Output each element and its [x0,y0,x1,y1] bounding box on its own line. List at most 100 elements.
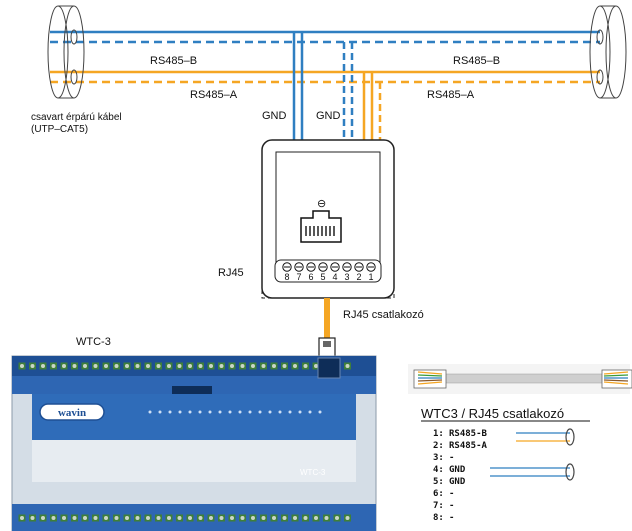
status-led-icon [258,410,262,414]
terminal-screw-icon [272,364,276,368]
terminal-screw-icon [41,364,45,368]
status-led-icon [158,410,162,414]
terminal-screw-icon [167,516,171,520]
terminal-screw-icon [230,364,234,368]
pinout-pin: 3: [433,453,444,463]
terminal-screw-icon [177,516,182,520]
pinout-signal: GND [449,465,466,475]
terminal-screw-icon [345,364,350,368]
status-led-icon [178,410,182,414]
terminal-screw-icon [314,516,318,520]
photo-cable-jacket [439,373,607,384]
terminal-screw-icon [198,364,203,368]
terminal-screw-icon [104,516,108,520]
status-led-icon [248,410,252,414]
status-led-icon [198,410,202,414]
cable-wires [50,30,600,84]
terminal-screw-icon [167,364,171,368]
terminal-screw-icon [314,364,318,368]
status-led-icon [318,410,322,414]
terminal-screw-icon [219,364,224,368]
terminal-screw-icon [146,364,150,368]
patch-cable-photo [408,364,632,394]
terminal-screw-icon [240,516,245,520]
terminal-screw-icon [72,516,77,520]
label-gnd-2: GND [316,110,341,122]
pinout-signal: GND [449,477,466,487]
terminal-screw-icon [114,364,119,368]
device-model-label: WTC-3 [300,468,326,477]
status-led-icon [268,410,272,414]
status-led-icon [308,410,312,414]
terminal-screw-icon [251,516,255,520]
terminal-screw-icon [345,516,350,520]
terminal-screw-icon [293,516,297,520]
photo-wires-right [603,371,629,385]
wtc-controller: wavin WTC-3 [11,355,377,531]
rj45-plug-latch [323,341,331,347]
photo-wires-left [417,371,443,385]
device-rj45-port [317,357,341,379]
terminal-screw-icon [156,364,161,368]
label-rj45-connector: RJ45 csatlakozó [343,309,424,321]
label-gnd-1: GND [262,110,287,122]
status-led-icon [148,410,152,414]
terminal-pin-number: 5 [320,272,325,282]
pinout-signal: - [449,513,454,523]
pinout-pin: 5: [433,477,444,487]
status-led-icon [228,410,232,414]
label-rs485-a-left: RS485–A [190,89,238,101]
pinout-pin: 1: [433,429,444,439]
status-led-icon [168,410,172,414]
terminal-strip [274,259,382,283]
pinout-signal: - [449,501,454,511]
terminal-screw-icon [20,516,24,520]
terminal-screw-icon [282,364,287,368]
terminal-pin-number: 7 [296,272,301,282]
status-led-icon [218,410,222,414]
pinout-pin: 8: [433,513,444,523]
terminal-pin-number: 2 [356,272,361,282]
terminal-screw-icon [93,516,98,520]
terminal-screw-icon [72,364,77,368]
device-lower-panel [32,440,356,482]
status-led-icon [298,410,302,414]
label-rs485-b-right: RS485–B [453,55,500,67]
terminal-screw-icon [30,516,35,520]
terminal-screw-icon [83,364,87,368]
status-led-icon [208,410,212,414]
status-led-icon [288,410,292,414]
terminal-screw-icon [104,364,108,368]
terminal-screw-icon [324,516,329,520]
terminal-screw-icon [51,364,56,368]
terminal-screw-icon [335,516,339,520]
label-rs485-a-right: RS485–A [427,89,475,101]
terminal-pin-number: 1 [368,272,373,282]
terminal-screw-icon [62,364,66,368]
pinout-signal: - [449,453,454,463]
terminal-screw-icon [41,516,45,520]
terminal-screw-icon [62,516,66,520]
terminal-screw-icon [125,364,129,368]
terminal-pin-number: 8 [284,272,289,282]
wavin-logo: wavin [58,407,86,419]
terminal-pin-number: 6 [308,272,313,282]
status-led-row [148,410,322,414]
terminal-screw-icon [303,516,308,520]
terminal-screw-icon [20,364,24,368]
terminal-screw-icon [261,516,266,520]
pinout-wires [490,428,575,481]
pair-twist-icon-2 [565,463,575,481]
pinout-signal: RS485-A [449,441,488,451]
pinout-pin: 2: [433,441,444,451]
device-top-band [12,376,376,394]
terminal-pin-number: 3 [344,272,349,282]
terminal-screw-icon [219,516,224,520]
rj45-jack-icon [300,210,342,243]
status-led-icon [188,410,192,414]
terminal-screw-icon [114,516,119,520]
terminal-screw-icon [240,364,245,368]
